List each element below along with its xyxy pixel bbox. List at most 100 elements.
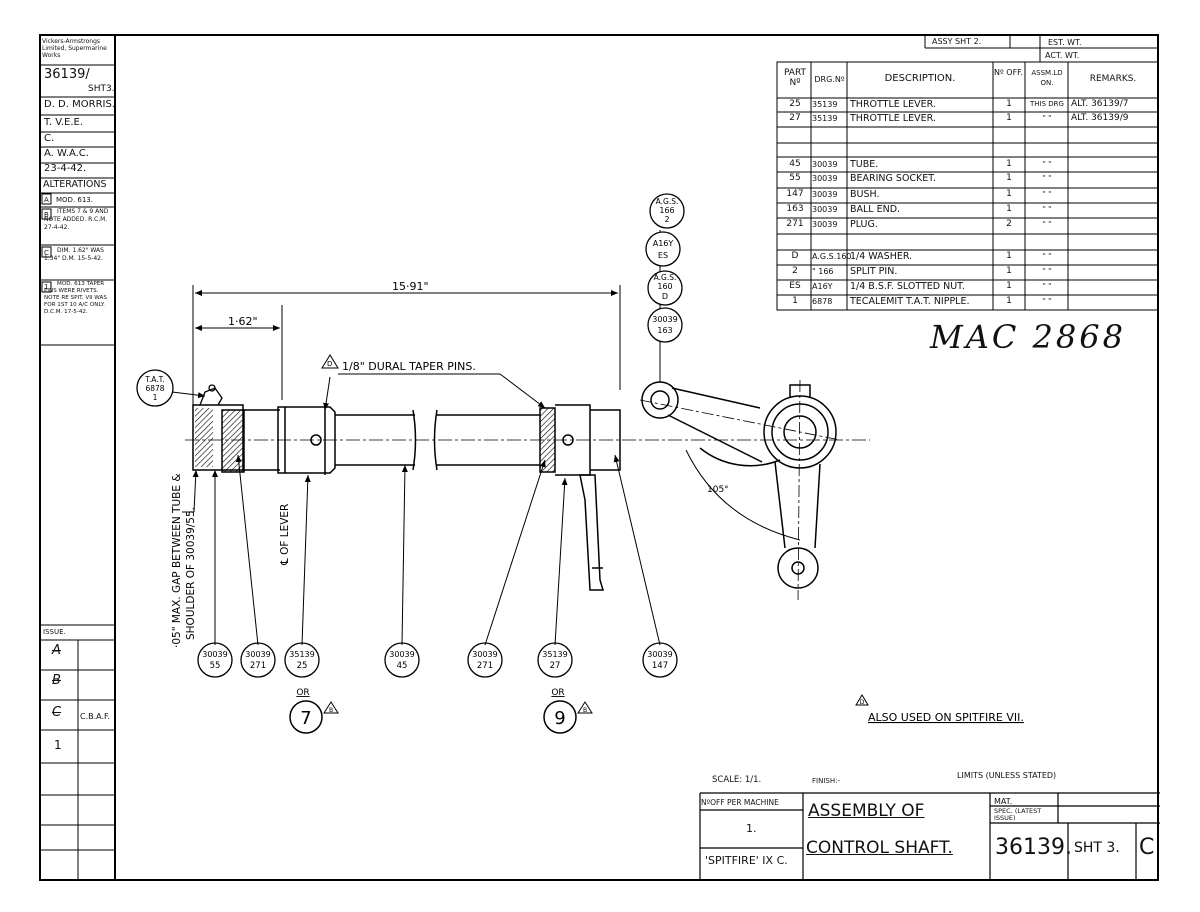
svg-text:ES: ES [658,251,668,260]
alteration-text: DIM. 1.62" WAS 1.34" D.M. 15-5-42. [44,247,104,262]
bubble-30039-45: 30039 45 [384,642,420,678]
cell-assembled-on: " " [1042,174,1052,182]
also-used-note: D ALSO USED ON SPITFIRE VII. [855,694,1024,724]
cell-assembled-on: " " [1042,297,1052,305]
drawn-by: D. D. MORRIS. [44,99,115,110]
cell-description: BUSH. [850,189,880,200]
svg-text:T.A.T.: T.A.T. [144,375,165,384]
tat-nipple-bubble: T.A.T. 6878 1 [136,369,206,407]
header-assembled-on: ASSM.LD ON. [1031,69,1063,87]
noff-label: NºOFF PER MACHINE [701,798,779,807]
cell-drg-no: A.G.S.160 [812,252,852,261]
bubble-30039-55: 30039 55 [197,642,233,678]
header-remarks: REMARKS. [1089,74,1137,84]
issue-letter: C [1139,835,1155,860]
checked-by: C. [44,133,55,144]
assy-label: ASSY SHT 2. [932,37,982,46]
alteration-text: MOD. 613. [56,196,93,204]
cell-part-no: 163 [786,204,804,214]
cell-part-no: 271 [786,219,804,229]
svg-text:ALSO USED ON SPITFIRE VII.: ALSO USED ON SPITFIRE VII. [868,711,1024,724]
cell-description: 1/4 B.S.F. SLOTTED NUT. [850,281,965,292]
issue-mark: B [52,673,61,688]
drawing-ref-number: 36139/ [44,67,90,82]
bubble-30039-271: 30039 271 [240,642,276,678]
cell-remarks: ALT. 36139/7 [1071,99,1129,109]
cell-no-off: 1 [1006,113,1012,123]
cell-drg-no: 30039 [812,220,838,229]
header-drg-no: DRG.Nº [814,75,845,84]
shaft-right-assembly [433,404,621,591]
bubble-30039-271-right: 30039 271 [467,642,503,678]
cell-drg-no: 30039 [812,205,838,214]
alterations-label: ALTERATIONS [43,179,107,190]
bubble-30039-163: 30039 163 [647,307,683,343]
svg-text:OR: OR [296,688,309,698]
header-no-off: Nº OFF. [993,68,1024,77]
cell-no-off: 1 [1006,189,1012,199]
bubble-35139-25: 35139 25 [284,642,320,678]
finish-label: FINISH:- [812,777,840,785]
cell-description: THROTTLE LEVER. [850,99,936,110]
cell-assembled-on: " " [1042,190,1052,198]
svg-text:A.G.S.: A.G.S. [654,273,677,282]
cell-assembled-on: " " [1042,282,1052,290]
svg-text:147: 147 [652,661,668,671]
header-description: DESCRIPTION. [884,73,956,84]
cell-drg-no: 35139 [812,100,838,109]
dimension-lines [192,285,621,405]
drawing-ref-sheet: SHT3. [88,84,115,94]
svg-text:25: 25 [297,661,308,671]
sheet-number: SHT 3. [1074,840,1120,856]
gap-note-line-2: SHOULDER OF 30039/55. [185,507,197,640]
note-triangle-marker [321,354,339,369]
parts-table-grid [776,35,1159,311]
cell-drg-no: 35139 [812,114,838,123]
bubble-a16y-es: A16Y ES [645,231,681,267]
handwritten-reference: MAC 2868 [930,318,1126,356]
svg-text:6878: 6878 [145,384,164,393]
drawing-date: 23-4-42. [44,163,87,174]
cell-description: TECALEMIT T.A.T. NIPPLE. [850,296,970,307]
cell-assembled-on: " " [1042,252,1052,260]
svg-text:160: 160 [657,282,672,291]
cell-no-off: 1 [1006,251,1012,261]
svg-text:166: 166 [659,206,674,215]
cell-no-off: 1 [1006,99,1012,109]
cell-no-off: 1 [1006,204,1012,214]
bubble-ags-166: A.G.S. 166 2 [649,193,685,229]
issue-signature: C.B.A.F. [80,712,110,721]
limits-label: LIMITS (UNLESS STATED) [957,771,1057,780]
bubble-35139-27: 35139 27 [537,642,573,678]
cell-description: TUBE. [850,159,879,170]
svg-text:30039: 30039 [389,650,414,659]
drawing-number: 36139. [995,835,1072,860]
cell-part-no: 45 [789,159,801,169]
issue-mark: 1 [54,738,62,752]
svg-text:163: 163 [657,326,672,335]
taper-marker-letter: D [327,360,332,368]
svg-text:30039: 30039 [245,650,270,659]
svg-text:35139: 35139 [542,650,567,659]
cell-description: THROTTLE LEVER. [850,113,936,124]
svg-text:2: 2 [664,215,669,224]
cell-part-no: D [791,251,799,261]
cell-remarks: ALT. 36139/9 [1071,113,1129,123]
overall-dimension: 15·91" [392,280,429,293]
cell-no-off: 2 [1006,219,1012,229]
scale-label: SCALE: 1/1. [712,775,762,785]
svg-text:D: D [860,699,865,706]
alteration-letter: A [44,196,49,204]
svg-text:55: 55 [210,661,221,671]
left-panel-grid [40,64,115,880]
cell-no-off: 1 [1006,281,1012,291]
alteration-letter: C [44,249,49,257]
cell-assembled-on: " " [1042,267,1052,275]
cell-part-no: 25 [789,99,801,109]
cell-description: 1/4 WASHER. [850,251,913,262]
cell-part-no: ES [789,281,801,291]
taper-pin-note: 1/8" DURAL TAPER PINS. [342,360,476,373]
svg-text:9: 9 [554,708,565,729]
cell-description: SPLIT PIN. [850,266,898,277]
